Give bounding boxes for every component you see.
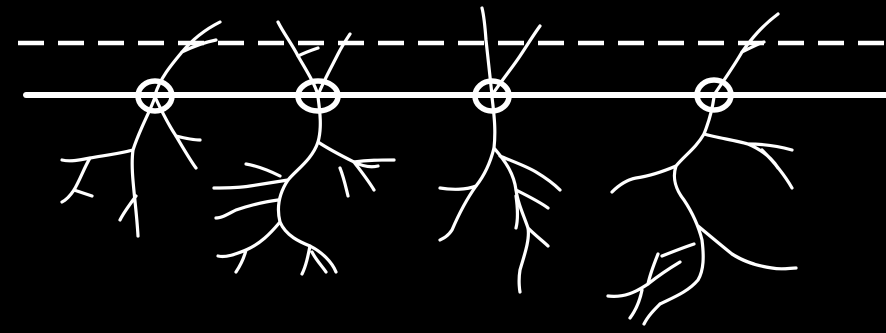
plant-2-roots <box>214 97 394 274</box>
plant-3-roots <box>440 97 560 292</box>
plant-2 <box>214 22 394 274</box>
plant-4 <box>608 14 796 324</box>
plant-4-roots <box>608 97 796 324</box>
plant-1-roots <box>62 97 200 236</box>
plant-3 <box>440 8 560 292</box>
plant-1 <box>62 22 220 236</box>
